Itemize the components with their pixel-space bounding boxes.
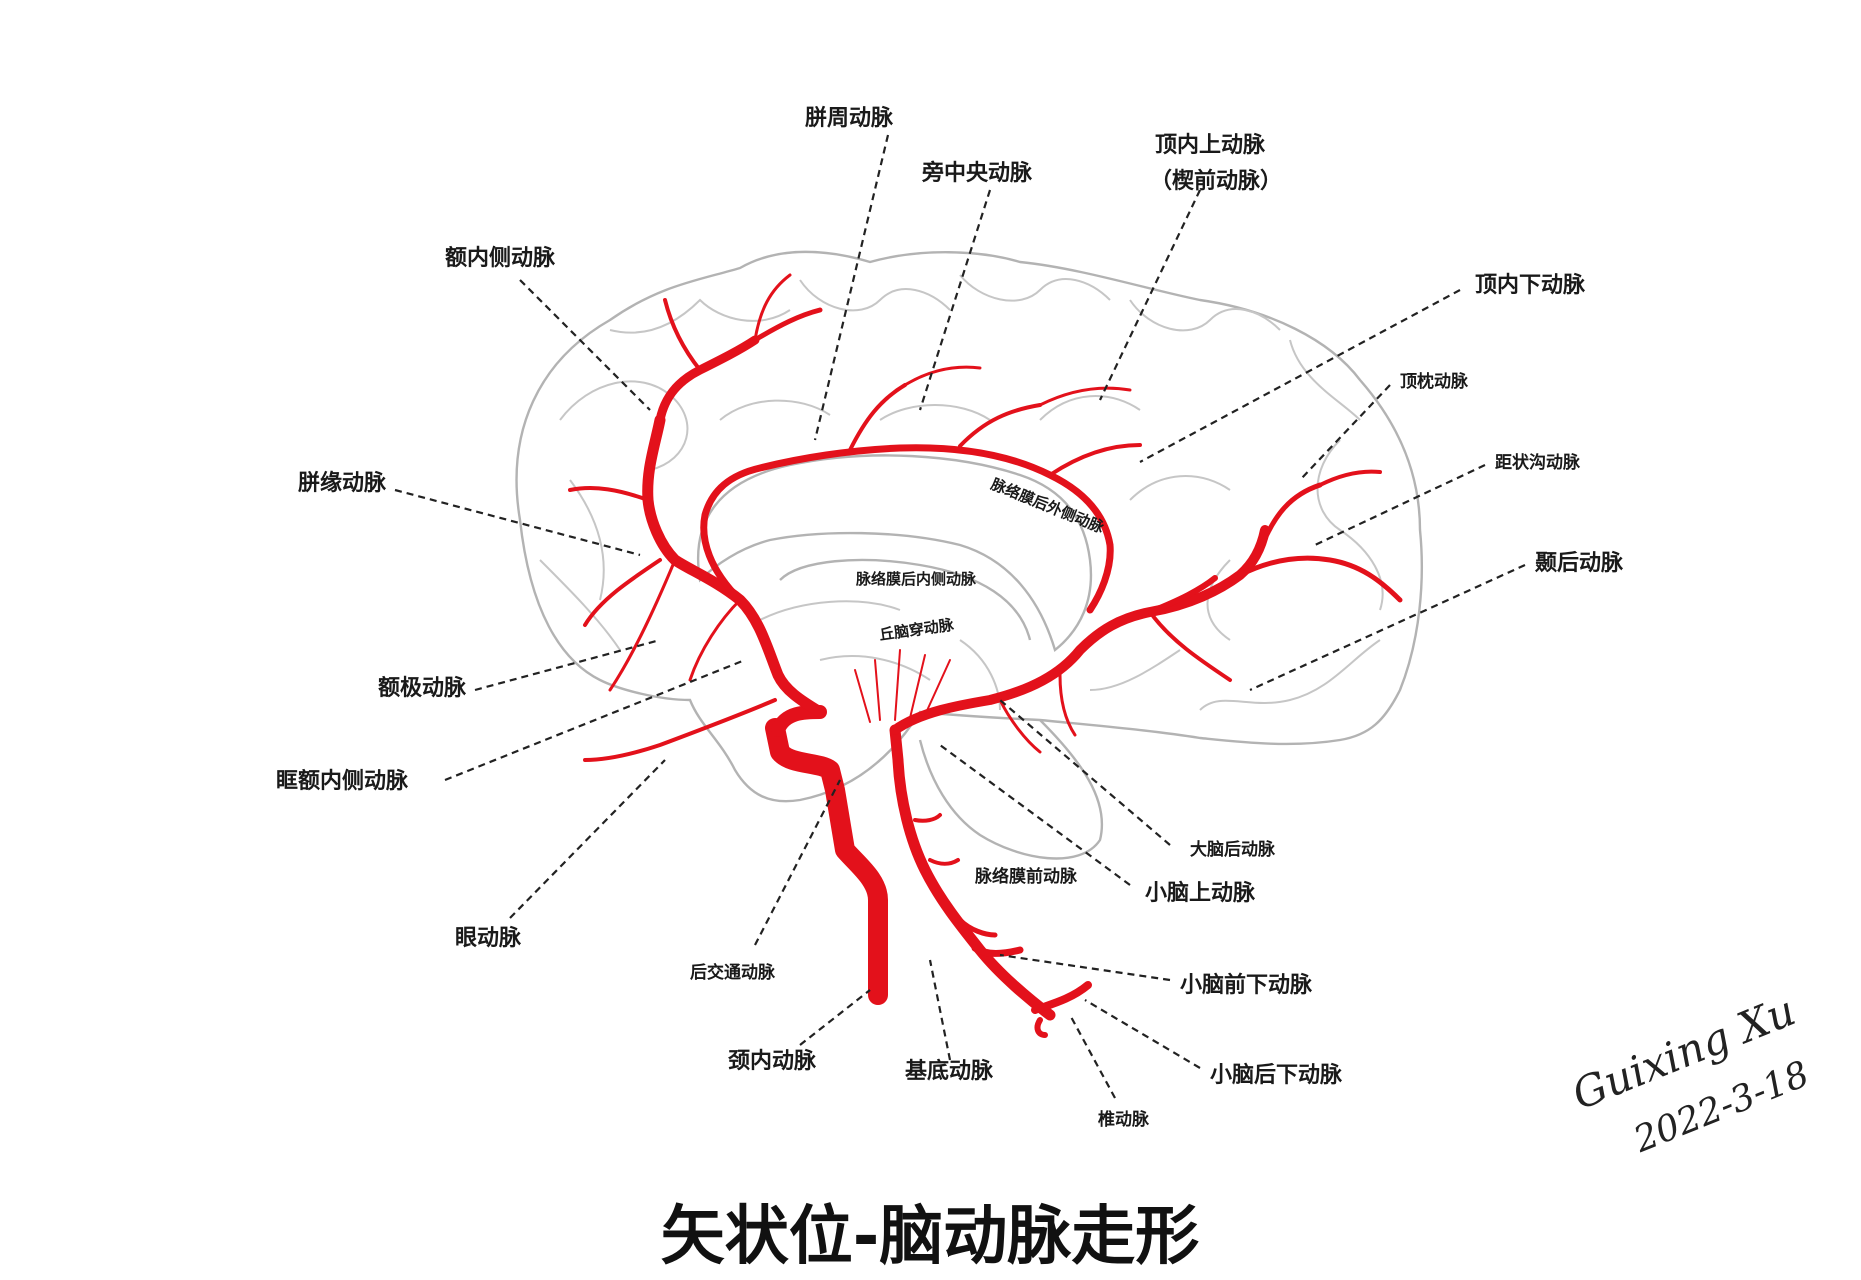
label-sup-parietal: 顶内上动脉 (1155, 133, 1266, 158)
label-pica: 小脑后下动脉 (1210, 1062, 1343, 1088)
label-ant-choroidal: 脉络膜前动脉 (974, 866, 1078, 887)
label-basilar: 基底动脉 (905, 1058, 994, 1084)
label-pca: 大脑后动脉 (1190, 839, 1276, 860)
label-thalamoperforating: 丘脑穿动脉 (878, 616, 956, 644)
ica-vessel (765, 718, 888, 1005)
artery-labels: 胼周动脉 旁中央动脉 顶内上动脉 （楔前动脉） 顶内下动脉 额内侧动脉 顶枕动脉… (276, 105, 1624, 1130)
label-frontopolar: 额极动脉 (378, 676, 467, 701)
label-vertebral: 椎动脉 (1097, 1109, 1150, 1130)
label-orbitofrontal: 眶额内侧动脉 (276, 769, 409, 794)
diagram-title: 矢状位-脑动脉走形 (661, 1200, 1200, 1274)
label-calcarine: 距状沟动脉 (1495, 452, 1581, 473)
handwritten-signature: Guixing Xu 2022-3-18 (1565, 986, 1815, 1162)
label-pcom: 后交通动脉 (690, 962, 776, 983)
vertebral-vessel (889, 724, 1056, 1021)
leader-lines (394, 134, 1526, 1099)
label-ica: 颈内动脉 (728, 1049, 817, 1074)
label-inf-parietal: 顶内下动脉 (1475, 273, 1586, 298)
label-parieto-occipital: 顶枕动脉 (1400, 371, 1469, 392)
artery-network (568, 273, 1403, 1038)
label-sca: 小脑上动脉 (1145, 880, 1256, 906)
label-post-temporal: 颞后动脉 (1534, 551, 1624, 576)
aca-vessel (642, 414, 826, 718)
label-medial-frontal: 额内侧动脉 (445, 246, 556, 271)
label-paracentral: 旁中央动脉 (921, 160, 1033, 186)
label-aica: 小脑前下动脉 (1180, 972, 1313, 998)
label-med-post-choroidal: 脉络膜后内侧动脉 (855, 570, 977, 588)
label-precuneal: （楔前动脉） (1150, 168, 1282, 194)
label-pericallosal: 胼周动脉 (805, 105, 894, 131)
label-ophthalmic: 眼动脉 (455, 926, 522, 951)
brain-outline (515, 250, 1424, 860)
label-callosomarginal: 胼缘动脉 (298, 470, 387, 496)
